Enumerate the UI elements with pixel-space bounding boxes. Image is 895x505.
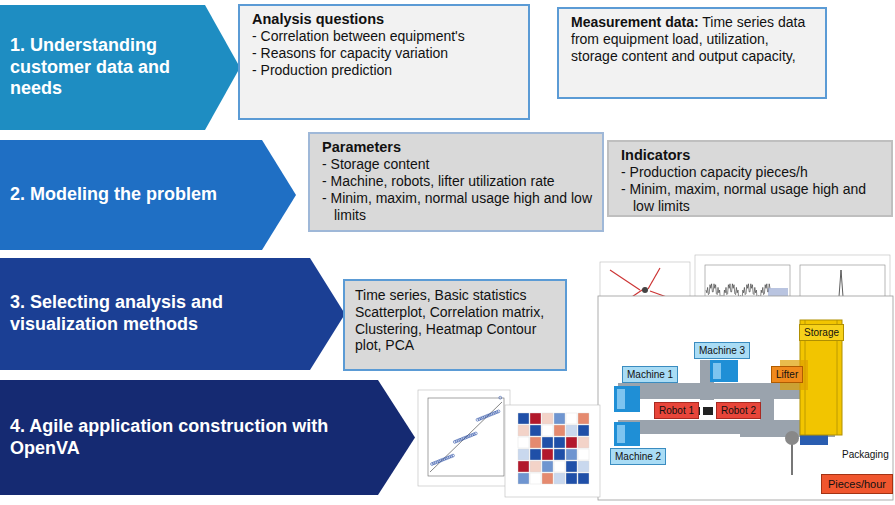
step-arrow: 2. Modeling the problem: [0, 140, 296, 250]
equipment-name: Machine 1: [627, 369, 673, 380]
info-box: Analysis questions- Correlation between …: [238, 4, 530, 120]
equipment-label: Robot 2: [716, 402, 761, 419]
step-title: 1. Understanding customer data and needs: [0, 35, 201, 100]
step-title: 3. Selecting analysis and visualization …: [0, 292, 306, 335]
box-heading: Measurement data:: [571, 14, 699, 30]
layout-frame: [598, 296, 893, 500]
list-item: - Reasons for capacity variation: [252, 45, 518, 62]
list-item: - Machine, robots, lifter utilization ra…: [322, 173, 592, 190]
box-paragraph: Measurement data: Time series data from …: [571, 14, 815, 64]
list-item: - Minim, maxim, normal usage high and lo…: [621, 181, 881, 215]
equipment-label: Machine 1: [622, 366, 678, 383]
equipment-label: Robot 1: [654, 402, 699, 419]
step-title: 2. Modeling the problem: [0, 184, 258, 206]
equipment-label: Lifter: [771, 366, 803, 383]
info-box: Indicators- Production capacity pieces/h…: [607, 140, 893, 217]
step-arrow: 3. Selecting analysis and visualization …: [0, 258, 345, 370]
step-arrow: 1. Understanding customer data and needs: [0, 5, 240, 130]
scatter-plot: [418, 390, 510, 486]
list-item: - Production prediction: [252, 62, 518, 79]
equipment-name: Machine 2: [615, 451, 661, 462]
list-item: - Production capacity pieces/h: [621, 164, 881, 181]
equipment-label: Pieces/hour: [821, 474, 893, 494]
list-item: - Correlation between equipment's: [252, 28, 518, 45]
equipment-name: Robot 2: [721, 405, 756, 416]
list-item: - Minim, maxim, normal usage high and lo…: [322, 190, 592, 224]
list-item: - Storage content: [322, 156, 592, 173]
box-heading: Analysis questions: [252, 11, 518, 28]
equipment-name: Storage: [804, 327, 839, 338]
equipment-label: Storage: [799, 324, 844, 341]
equipment-name: Lifter: [776, 369, 798, 380]
step-title: 4. Agile application construction with O…: [0, 416, 374, 459]
info-box: Measurement data: Time series data from …: [557, 7, 827, 99]
method-list: Time series, Basic statistics Scatterplo…: [355, 287, 555, 354]
step-arrow: 4. Agile application construction with O…: [0, 380, 415, 495]
equipment-name: Robot 1: [659, 405, 694, 416]
box-heading: Indicators: [621, 147, 881, 164]
box-heading: Parameters: [322, 139, 592, 156]
equipment-name: Machine 3: [699, 345, 745, 356]
info-box: Time series, Basic statistics Scatterplo…: [343, 279, 567, 371]
factory-layout: [614, 320, 842, 475]
correlation-matrix: [505, 405, 600, 497]
equipment-label: Machine 3: [694, 342, 750, 359]
equipment-name: Pieces/hour: [828, 478, 886, 490]
equipment-label: Machine 2: [610, 448, 666, 465]
info-box: Parameters- Storage content- Machine, ro…: [308, 132, 604, 232]
area-label: Packaging: [842, 449, 889, 460]
